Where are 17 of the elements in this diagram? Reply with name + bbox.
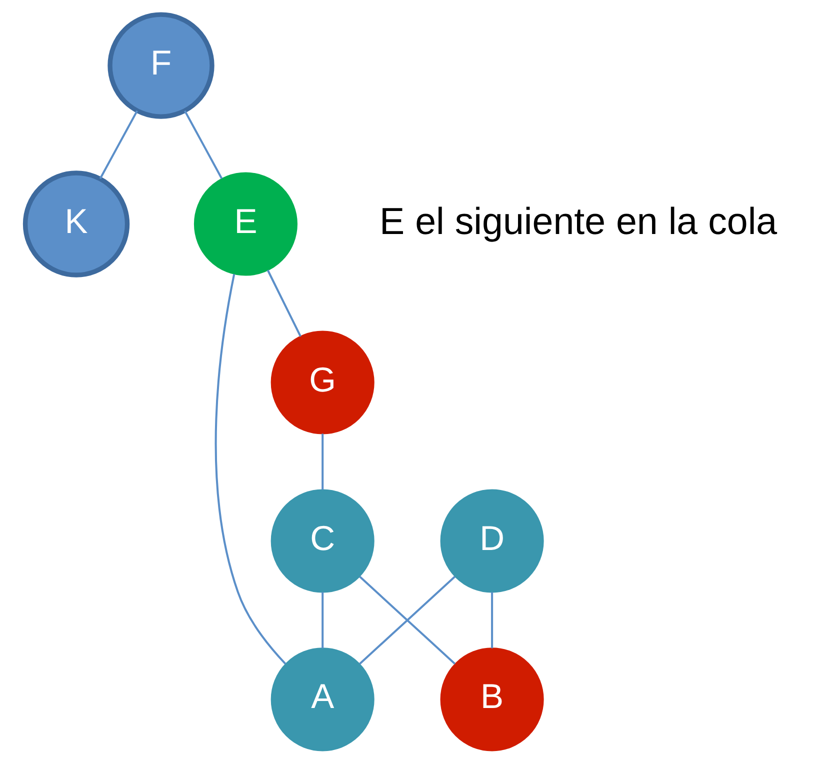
- label: E el siguiente en la cola: [380, 200, 778, 242]
- connector: [99, 110, 138, 180]
- node-circle: D: [440, 489, 544, 593]
- node-circle: E: [194, 172, 298, 276]
- connector: [214, 274, 286, 665]
- node-circle: F: [108, 12, 214, 119]
- node-circle: G: [270, 330, 374, 434]
- node-circle: C: [270, 489, 374, 593]
- connector: [359, 576, 456, 665]
- connector: [322, 434, 324, 490]
- connector: [184, 110, 223, 180]
- node-circle: B: [440, 648, 544, 752]
- node-circle: A: [270, 648, 374, 752]
- connector: [266, 270, 302, 337]
- node-circle: K: [22, 170, 130, 278]
- connector: [491, 592, 494, 648]
- connector: [322, 592, 324, 648]
